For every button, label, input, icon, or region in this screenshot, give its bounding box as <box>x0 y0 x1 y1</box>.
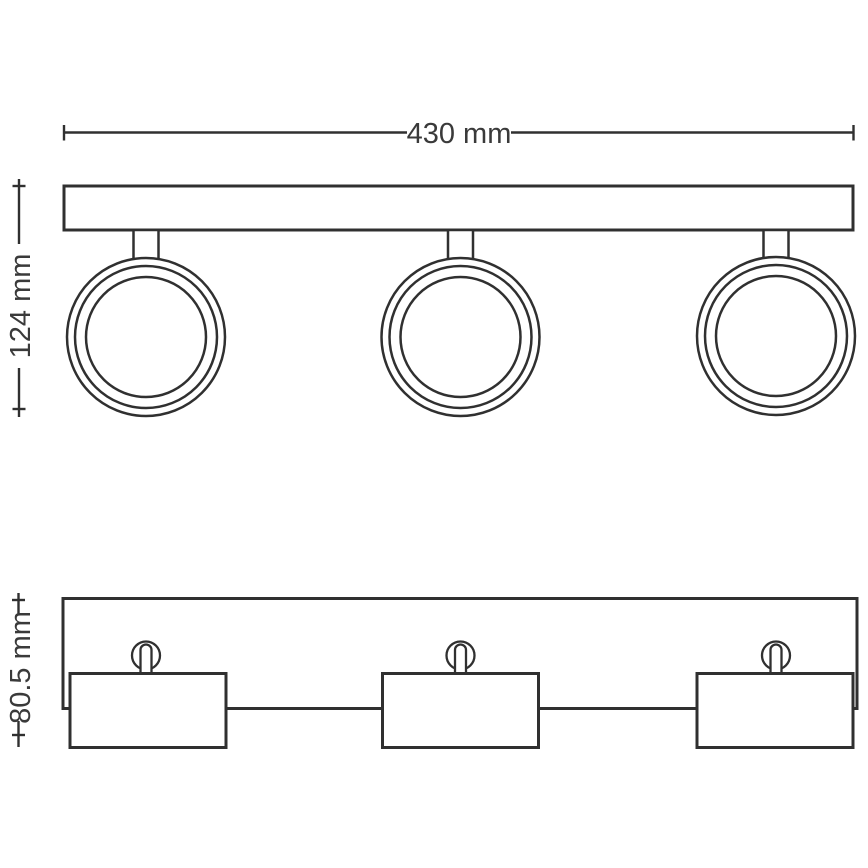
spot-ring-middle <box>703 263 849 409</box>
side-view <box>61 597 859 749</box>
swivel-pin <box>453 643 468 675</box>
front-view <box>62 184 857 418</box>
spot-ring-outer <box>380 256 541 418</box>
spot-stem <box>446 228 475 264</box>
spot-ring-inner <box>399 275 522 399</box>
spot-ring-outer <box>695 255 857 417</box>
depth-dimension-label: 80.5 mm <box>5 611 37 724</box>
spot-side-1 <box>68 640 228 749</box>
spot-front-1 <box>65 228 227 418</box>
swivel-pin <box>769 643 783 675</box>
spot-head <box>68 672 228 749</box>
spot-ring-outer <box>65 256 227 418</box>
spot-front-2 <box>380 228 541 418</box>
width-dimension-label: 430 mm <box>407 118 512 150</box>
mounting-bar-front <box>62 184 855 232</box>
height-dimension: 124 mm <box>5 179 37 417</box>
width-dimension: 430 mm <box>62 118 855 150</box>
spot-front-3 <box>695 228 857 417</box>
spot-side-3 <box>695 640 855 749</box>
spot-ring-middle <box>388 264 533 410</box>
height-dimension-label: 124 mm <box>5 254 37 359</box>
spot-head <box>695 672 855 749</box>
spot-ring-inner <box>714 274 838 398</box>
spot-ring-middle <box>73 264 219 410</box>
depth-dimension: 80.5 mm <box>5 593 37 747</box>
spot-ring-inner <box>84 275 208 399</box>
spot-stem <box>132 228 160 264</box>
spot-head <box>381 672 540 749</box>
swivel-pin <box>139 643 153 675</box>
spot-side-2 <box>381 640 540 749</box>
